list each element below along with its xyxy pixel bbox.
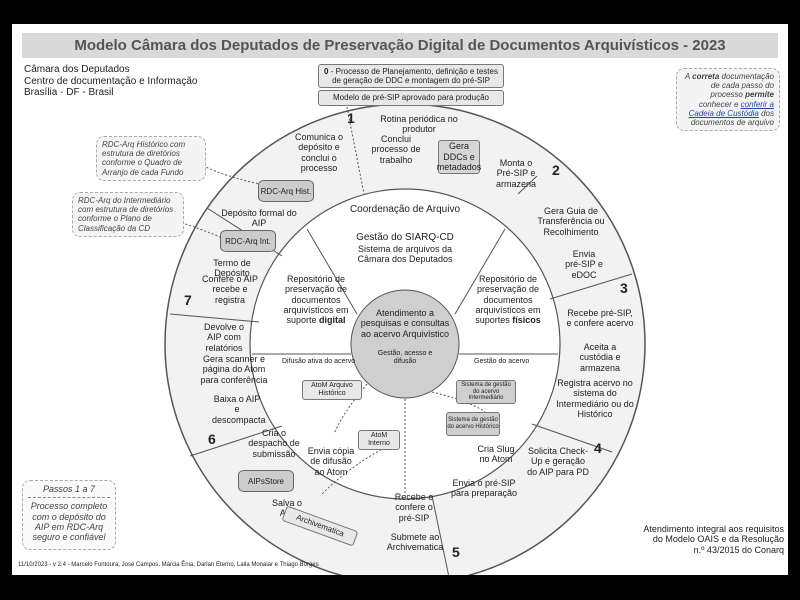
passos-box: Passos 1 a 7 Processo completo com o dep… [22,480,116,550]
baixa-text: Baixa o AIP e descompacta [212,394,266,425]
connector-atom [333,383,368,435]
step0-number: 0 [324,66,329,76]
rdc-int-cylinder: RDC-Arq Int. [220,230,276,252]
aipstore-cylinder: AIPsStore [238,470,294,492]
gestao-text: Gestão do SIARQ-CD [356,232,454,243]
step-number-4: 4 [594,440,602,456]
step-number-2: 2 [552,162,560,178]
sga-historico-box: Sistema de gestão do acervo Histórico [446,412,500,436]
step0-text: - Processo de Planejamento, definição e … [330,66,498,85]
step-number-6: 6 [208,431,216,447]
sga-intermediario-box: Sistema de gestão do acervo Intermediári… [456,380,516,404]
confere-aip-text: Confere o AIP recebe e registra [201,274,259,305]
devolve-text: Devolve o AIP com relatórios [203,322,245,353]
recebe-confere-text: Recebe pré-SIP, e confere acervo [566,308,634,329]
note-rdc-int: RDC-Arq do Intermediário com estrutura d… [72,192,184,237]
org-department: Centro de documentação e Informação [24,75,198,87]
inner-divider-right [454,228,506,315]
guia-text: Gera Guia de Transferência ou Recolhimen… [537,206,605,237]
step-number-7: 7 [184,292,192,308]
diagram-page: Modelo Câmara dos Deputados de Preservaç… [12,24,788,575]
step0-box: 0 - Processo de Planejamento, definição … [318,64,504,88]
atom-historico-box: AtoM Arquivo Histórico [302,380,362,400]
gad-text: Gestão, acesso e difusão [377,350,433,366]
submete-text: Submete ao Archivematica [386,532,444,553]
org-name: Câmara dos Deputados [24,64,130,75]
model-approved-box: Modelo de pré-SIP aprovado para produção [318,90,504,106]
footer-credits: 11/10/2023 - v 2.4 - Marcelo Fontoura, J… [18,562,319,568]
envia-edoc-text: Envia pré-SIP e eDOC [565,249,603,280]
cria-desp-text: Cria o despacho de submissão [248,428,300,459]
rdc-hist-cylinder: RDC-Arq Hist. [258,180,314,202]
note-rdc-hist: RDC-Arq Histórico com estrutura de diret… [96,136,206,181]
connector-sga [431,391,493,420]
cria-slug-text: Cria Slug no Atom [477,444,515,465]
oais-statement: Atendimento integral aos requisitos do M… [643,524,784,555]
divider-7 [169,313,260,323]
deposito-text: Depósito formal do AIP [221,208,297,229]
custody-note: A correta documentação de cada passo do … [676,68,780,132]
step-number-5: 5 [452,544,460,560]
org-location: Brasília - DF - Brasil [24,87,114,98]
envia-copia-text: Envia cópia de difusão ao Atom [307,446,355,477]
sistema-text: Sistema de arquivos da Câmara dos Deputa… [357,244,453,265]
divider-6 [189,425,283,457]
gera-ddc-box: Gera DDCs e metadados [436,140,482,174]
hub-circle [350,289,460,399]
gera-scanner-text: Gera scanner e página do Atom para confe… [200,354,268,385]
registra-text: Registra acervo no sistema do Intermediá… [556,378,634,420]
envia-prep-text: Envia o pré-SIP para preparação [450,478,518,499]
coord-text: Coordenação de Arquivo [349,204,461,215]
rotina-text: Rotina periódica no produtor [380,114,458,135]
termo-text: Termo de Depósito [213,258,251,279]
custody-chain-link[interactable]: conferir a Cadeia de Custódia [688,99,774,118]
right-repo-text: Repositório de preservação de documentos… [475,274,541,326]
atendimento-text: Atendimento a pesquisas e consultas ao a… [360,308,450,339]
step-number-3: 3 [620,280,628,296]
divider-3 [549,273,633,300]
step-number-1: 1 [347,110,355,126]
comunica-text: Comunica o depósito e conclui o processo [294,132,344,174]
left-repo-text: Repositório de preservação de documentos… [283,274,349,326]
difusao-label: Difusão ativa do acervo [282,358,356,365]
org-info: Câmara dos Deputados Centro de documenta… [24,64,197,99]
divider-4 [531,423,613,453]
recebe-sip-text: Recebe e confere o pré-SIP [394,492,434,523]
gestao-acervo-label: Gestão do acervo [474,358,530,365]
page-title: Modelo Câmara dos Deputados de Preservaç… [22,33,778,58]
divider-5 [431,495,450,575]
conclui-text: Conclui processo de trabalho [371,134,421,165]
inner-divider-left [306,228,358,315]
monta-text: Monta o Pré-SIP e armazena [495,158,537,189]
solicita-text: Solicita Check-Up e geração do AIP para … [527,446,589,477]
passos-title: Passos 1 a 7 [42,484,96,494]
divider-2 [517,175,538,195]
atom-interno-box: AtoM Interno [358,430,400,450]
passos-text: Processo completo com o depósito do AIP … [30,501,108,543]
divider-1 [346,106,365,195]
aceita-text: Aceita a custódia e armazena [579,342,621,373]
